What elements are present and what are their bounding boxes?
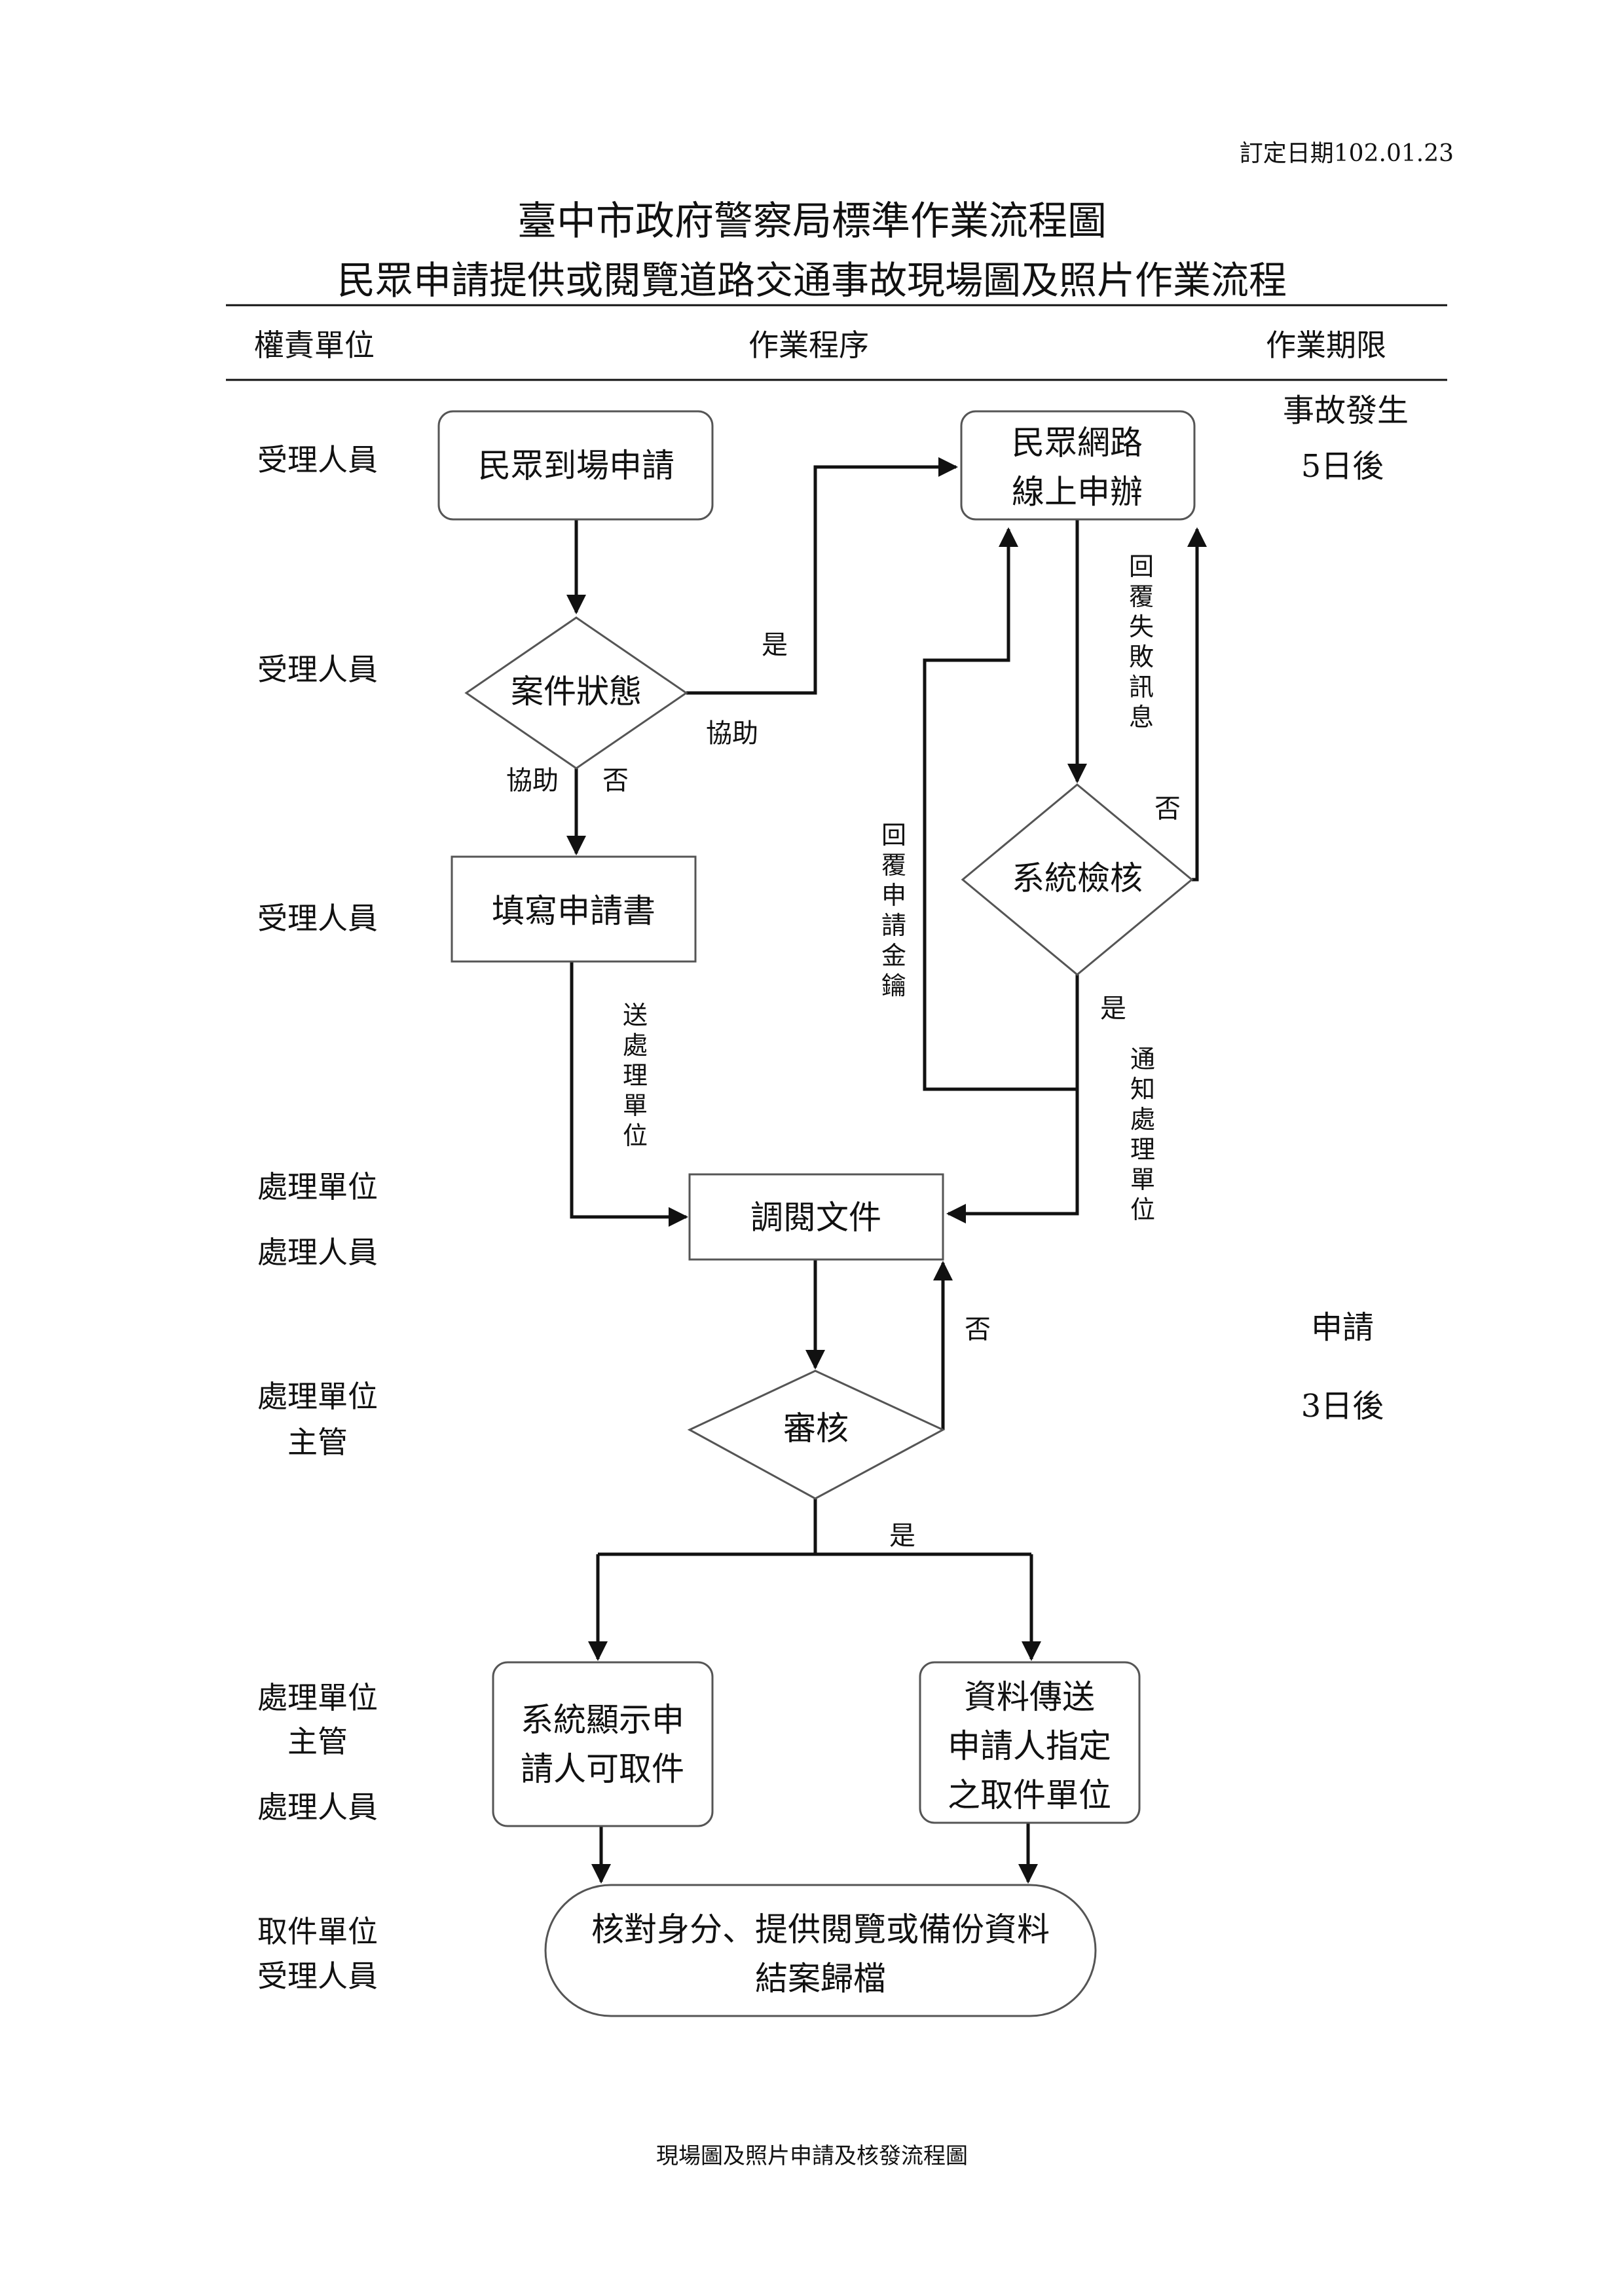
review-label: 審核 bbox=[783, 1409, 849, 1447]
node-onsite-apply bbox=[437, 410, 714, 521]
label-no-review: 否 bbox=[965, 1315, 991, 1345]
edge-key-to-online bbox=[923, 527, 1077, 1091]
online-apply-line2: 線上申辦 bbox=[1012, 473, 1143, 511]
label-reply-key: 回覆申請金鑰 bbox=[881, 821, 906, 1000]
label-yes-case: 是 bbox=[762, 630, 788, 660]
edge-status-yes-to-online bbox=[686, 457, 958, 695]
role-3: 受理人員 bbox=[257, 901, 378, 936]
node-fill-form bbox=[451, 855, 697, 963]
date-label: 訂定日期102.01.23 bbox=[1240, 140, 1454, 167]
case-status-label: 案件狀態 bbox=[511, 673, 642, 711]
role-12: 受理人員 bbox=[257, 1958, 378, 1994]
footer-caption: 現場圖及照片申請及核發流程圖 bbox=[656, 2143, 968, 2169]
column-deadline: 作業期限 bbox=[1266, 327, 1386, 363]
column-procedure: 作業程序 bbox=[748, 327, 869, 363]
final-line2: 結案歸檔 bbox=[755, 1960, 886, 1998]
connectors bbox=[566, 457, 1207, 1884]
deadline-5-days: 5日後 bbox=[1301, 448, 1384, 485]
label-yes-review: 是 bbox=[889, 1521, 915, 1551]
transfer-line1: 資料傳送 bbox=[964, 1678, 1095, 1716]
show-pickup-line2: 請人可取件 bbox=[521, 1750, 684, 1788]
node-review bbox=[687, 1370, 946, 1500]
label-send-unit: 送處理單位 bbox=[623, 1001, 648, 1150]
system-check-label: 系統檢核 bbox=[1012, 859, 1143, 897]
label-no-check: 否 bbox=[1154, 794, 1181, 824]
role-1: 受理人員 bbox=[257, 442, 378, 477]
role-6: 處理單位 bbox=[257, 1379, 378, 1414]
label-yes-check: 是 bbox=[1100, 994, 1126, 1024]
role-10: 處理人員 bbox=[257, 1789, 378, 1825]
online-apply-line1: 民眾網路 bbox=[1012, 424, 1143, 462]
role-11: 取件單位 bbox=[257, 1914, 378, 1949]
transfer-line3: 之取件單位 bbox=[948, 1776, 1111, 1814]
node-final bbox=[544, 1884, 1097, 2017]
node-show-pickup bbox=[492, 1661, 714, 1827]
role-9: 主管 bbox=[287, 1724, 348, 1759]
label-no-case: 否 bbox=[602, 766, 629, 796]
transfer-line2: 申請人指定 bbox=[948, 1727, 1111, 1765]
role-5: 處理人員 bbox=[257, 1235, 378, 1270]
label-notify-unit: 通知處理單位 bbox=[1130, 1045, 1155, 1224]
show-pickup-line1: 系統顯示申 bbox=[521, 1701, 684, 1739]
edge-form-to-retrieve bbox=[570, 961, 688, 1227]
role-4: 處理單位 bbox=[257, 1169, 378, 1204]
edge-check-yes-to-retrieve bbox=[946, 975, 1079, 1223]
role-2: 受理人員 bbox=[257, 652, 378, 687]
label-reply-fail: 回覆失敗訊息 bbox=[1129, 552, 1154, 732]
role-7: 主管 bbox=[287, 1425, 348, 1460]
deadline-accident: 事故發生 bbox=[1283, 392, 1409, 429]
deadline-3-days: 3日後 bbox=[1301, 1388, 1384, 1425]
label-assist-no: 協助 bbox=[506, 766, 559, 796]
label-assist-case: 協助 bbox=[706, 718, 758, 749]
node-system-check bbox=[961, 783, 1194, 976]
final-line1: 核對身分、提供閱覽或備份資料 bbox=[591, 1911, 1050, 1949]
retrieve-docs-label: 調閱文件 bbox=[750, 1199, 881, 1237]
role-8: 處理單位 bbox=[257, 1680, 378, 1715]
node-retrieve-docs bbox=[688, 1173, 944, 1261]
onsite-apply-label: 民眾到場申請 bbox=[478, 447, 674, 485]
fill-form-label: 填寫申請書 bbox=[492, 892, 655, 930]
node-online-apply bbox=[960, 410, 1196, 521]
node-transfer-data bbox=[919, 1661, 1141, 1824]
title-line1: 臺中市政府警察局標準作業流程圖 bbox=[517, 198, 1107, 244]
column-unit: 權責單位 bbox=[254, 327, 375, 363]
title-line2: 民眾申請提供或閱覽道路交通事故現場圖及照片作業流程 bbox=[337, 258, 1287, 303]
edge-check-no-to-online bbox=[1187, 527, 1207, 882]
node-case-status bbox=[464, 616, 688, 770]
deadline-apply: 申請 bbox=[1311, 1309, 1374, 1346]
